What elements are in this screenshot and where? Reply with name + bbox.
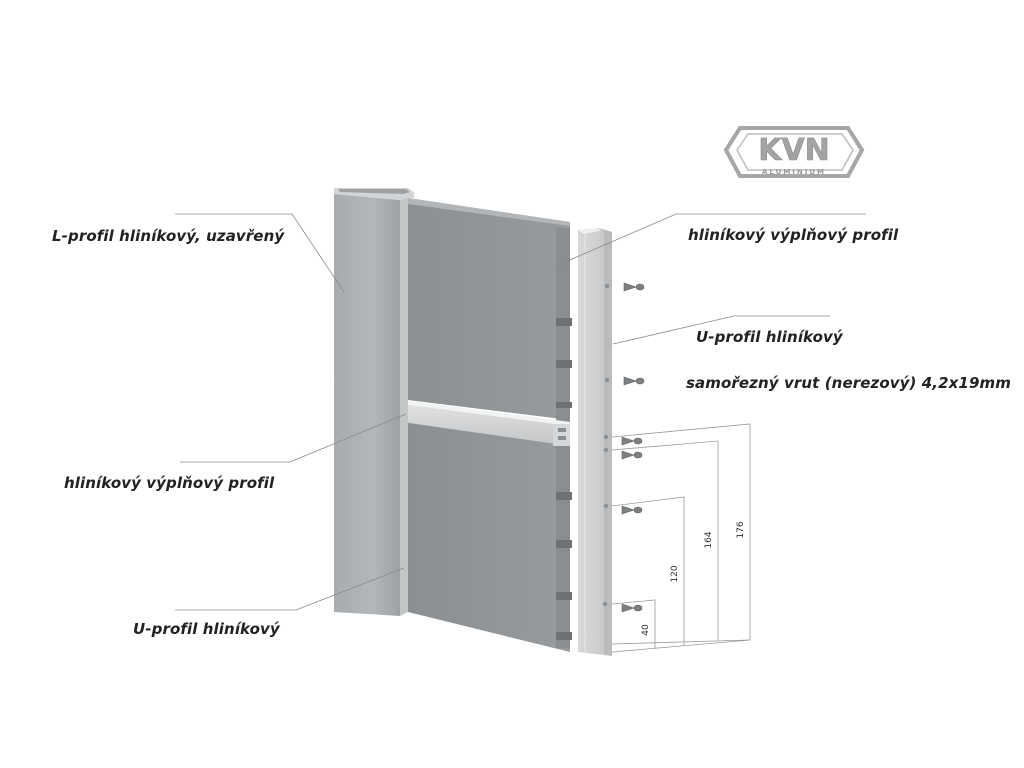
dimension-40: 40 [641,624,651,636]
leader-u-profile-right [612,315,830,345]
dimension-120: 120 [670,565,680,582]
screw-icon [621,450,643,460]
screw-holes [602,283,610,607]
screw-icon [621,505,643,515]
lower-panel [408,420,570,652]
upper-panel [400,198,570,420]
label-l-profile-closed: L-profil hliníkový, uzavřený [52,227,285,245]
leader-l-profile [175,213,345,293]
dimension-lines [611,423,751,653]
u-profile-right [578,228,612,656]
dimension-values: 40 120 164 176 [641,521,746,636]
logo-brand: KVN [758,133,830,168]
screw-icon [623,376,645,386]
dimension-164: 164 [704,531,714,548]
label-fill-profile-top: hliníkový výplňový profil [688,226,899,244]
label-screw: samořezný vrut (nerezový) 4,2x19mm [686,374,1011,392]
screw-icon [621,603,643,613]
middle-fill-profile [402,400,570,446]
leader-fill-profile-top [555,213,866,267]
screw-icon [621,436,643,446]
leader-fill-profile-mid [289,413,407,463]
label-fill-profile-mid: hliníkový výplňový profil [64,474,275,492]
kvn-logo: KVN ALUMINIUM [723,126,865,178]
label-u-profile-right: U-profil hliníkový [696,328,843,346]
leader-lines [175,213,866,611]
screws [621,282,645,613]
dimension-176: 176 [736,521,746,538]
label-u-profile-bottom: U-profil hliníkový [133,620,280,638]
logo-subtitle: ALUMINIUM [762,168,826,176]
screw-icon [623,282,645,292]
leader-u-profile-bottom [175,567,405,611]
l-profile-closed [334,188,414,616]
